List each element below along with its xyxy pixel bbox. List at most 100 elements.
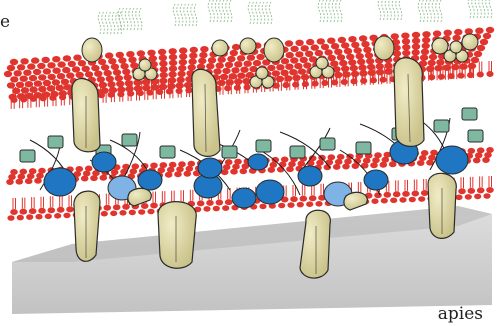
upper-lipid-head bbox=[7, 82, 15, 88]
lower-lipid-head bbox=[417, 160, 425, 166]
upper-lipid-lower-head bbox=[166, 89, 173, 95]
upper-lipid-head bbox=[222, 68, 230, 74]
upper-lipid-head bbox=[348, 36, 356, 42]
glycocalyx-strand bbox=[329, 0, 332, 22]
upper-lipid-head bbox=[179, 53, 187, 59]
lower-lipid-head bbox=[110, 211, 117, 217]
upper-lipid-head bbox=[376, 69, 384, 75]
glycocalyx-strands bbox=[98, 0, 492, 34]
lower-lipid-head bbox=[15, 179, 23, 185]
upper-lipid-head bbox=[218, 56, 226, 62]
upper-lipid-head bbox=[47, 85, 55, 91]
upper-lipid-head bbox=[188, 64, 196, 70]
lower-lipid-tail bbox=[60, 196, 63, 207]
glycocalyx-strand bbox=[382, 0, 385, 20]
lower-lipid-tail bbox=[172, 191, 175, 202]
linker-protein-box bbox=[462, 108, 477, 120]
upper-lipid-head bbox=[128, 57, 136, 63]
upper-lipid-head bbox=[346, 54, 354, 60]
glycocalyx-strand bbox=[332, 0, 335, 22]
upper-lipid-lower-head bbox=[380, 77, 387, 83]
lower-lipid-head bbox=[20, 209, 28, 215]
lower-lipid-head bbox=[287, 202, 294, 208]
linker-protein-box bbox=[256, 140, 271, 152]
lower-lipid-head bbox=[222, 205, 229, 211]
upper-lipid-head bbox=[330, 61, 338, 67]
upper-lipid-head bbox=[402, 44, 410, 50]
upper-lipid-head bbox=[295, 40, 303, 46]
lower-lipid-head bbox=[389, 161, 397, 167]
upper-lipid-head bbox=[189, 53, 197, 59]
lower-lipid-head bbox=[48, 207, 56, 213]
caption-fragment-bottom: apies bbox=[438, 306, 483, 323]
upper-lipid-head bbox=[350, 65, 358, 71]
lower-lipid-head bbox=[306, 201, 313, 207]
upper-lipid-head bbox=[483, 33, 491, 39]
lower-lipid-tail bbox=[424, 179, 427, 190]
glycocalyx-strand bbox=[472, 0, 475, 18]
upper-lipid-head bbox=[348, 59, 356, 65]
lower-lipid-head bbox=[384, 192, 392, 198]
upper-lipid-head bbox=[111, 64, 119, 70]
lower-lipid-tail bbox=[13, 198, 16, 209]
upper-lipid-head bbox=[225, 62, 233, 68]
upper-lipid-lower-head bbox=[30, 96, 37, 102]
integral-protein bbox=[300, 210, 330, 278]
lower-lipid-head bbox=[90, 175, 98, 181]
upper-lipid-head bbox=[422, 43, 430, 49]
lower-lipid-head bbox=[34, 178, 42, 184]
upper-lipid-head bbox=[295, 51, 303, 57]
upper-lipid-head bbox=[317, 38, 325, 44]
upper-lipid-lower-head bbox=[457, 73, 464, 79]
peripheral-protein bbox=[298, 166, 322, 186]
upper-lipid-head bbox=[133, 80, 141, 86]
upper-lipid-head bbox=[122, 69, 130, 75]
upper-lipid-head bbox=[344, 48, 352, 54]
glycocalyx-strand bbox=[184, 4, 187, 26]
upper-lipid-head bbox=[300, 57, 308, 63]
upper-lipid-head bbox=[37, 63, 45, 69]
upper-lipid-head bbox=[105, 52, 113, 58]
lower-lipid-head bbox=[380, 162, 388, 168]
upper-lipid-head bbox=[391, 33, 399, 39]
glycocalyx-strand bbox=[399, 0, 402, 20]
upper-lipid-head bbox=[315, 50, 323, 56]
glycocalyx-strand bbox=[475, 0, 478, 18]
glycocalyx-strand bbox=[136, 8, 139, 30]
upper-lipid-head bbox=[179, 47, 187, 53]
upper-lipid-head bbox=[108, 58, 116, 64]
lower-lipid-head bbox=[374, 192, 382, 198]
lower-lipid-head bbox=[402, 191, 410, 197]
glycocalyx-strand bbox=[392, 0, 395, 20]
upper-lipid-head bbox=[27, 63, 35, 69]
upper-lipid-tail bbox=[489, 61, 492, 72]
lower-lipid-head bbox=[259, 204, 266, 210]
linker-protein-box bbox=[222, 146, 237, 158]
upper-lipid-head bbox=[179, 59, 187, 65]
upper-lipid-lower-head bbox=[438, 74, 445, 80]
lower-lipid-tail bbox=[470, 177, 473, 188]
upper-lipid-head bbox=[160, 66, 168, 72]
linker-protein-box bbox=[356, 142, 371, 154]
upper-lipid-head bbox=[253, 60, 261, 66]
upper-lipid-lower-head bbox=[146, 90, 153, 96]
upper-lipid-head bbox=[366, 58, 374, 64]
upper-lipid-head bbox=[82, 66, 90, 72]
upper-lipid-head bbox=[361, 41, 369, 47]
upper-lipid-head bbox=[159, 55, 167, 61]
upper-lipid-head bbox=[62, 67, 70, 73]
glycocalyx-strand bbox=[269, 2, 272, 24]
lower-lipid-head bbox=[57, 207, 65, 213]
upper-lipid-head bbox=[444, 30, 452, 36]
upper-lipid-head bbox=[23, 70, 31, 76]
lower-lipid-head bbox=[6, 179, 14, 185]
lower-lipid-tail bbox=[293, 185, 296, 196]
upper-lipid-lower-head bbox=[350, 78, 357, 84]
upper-lipid-head bbox=[98, 59, 106, 65]
upper-lipid-lower-head bbox=[137, 90, 144, 96]
lower-lipid-tail bbox=[190, 190, 193, 201]
upper-lipid-head bbox=[486, 27, 494, 33]
lower-lipid-head bbox=[240, 168, 248, 174]
upper-lipid-lower-head bbox=[341, 79, 348, 85]
